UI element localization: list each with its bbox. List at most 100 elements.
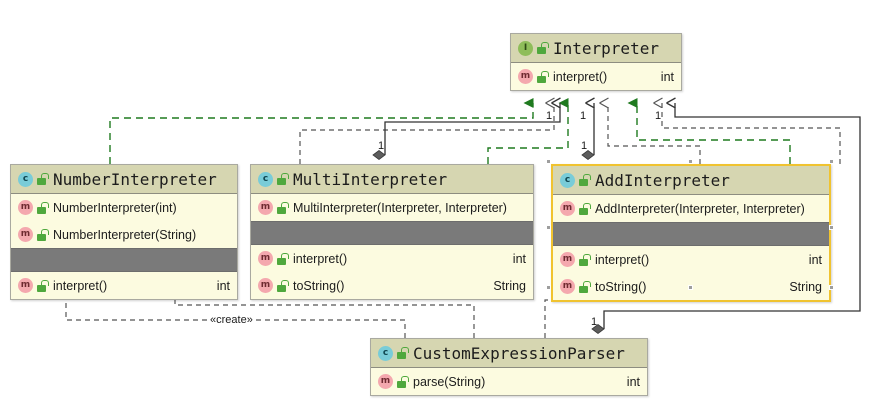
node-header-interpreter[interactable]: I Interpreter [511,34,681,63]
edge-dependency-addinterpreter-interpreter [608,103,701,164]
member-row[interactable]: m AddInterpreter(Interpreter, Interpreter… [553,195,829,222]
node-title-numberinterpreter: NumberInterpreter [53,169,217,189]
edge-realization-numberinterpreter [109,98,534,164]
unlock-icon [537,70,549,83]
uml-class-node-numberinterpreter[interactable]: c NumberInterpreter m NumberInterpreter(int… [10,164,238,300]
member-name: interpret() [553,69,608,84]
selection-handle[interactable] [546,159,551,164]
member-return-type: int [512,251,526,266]
edge-dependency-multiinterpreter-interpreter [299,103,554,164]
member-row[interactable]: m NumberInterpreter(String) [11,221,237,248]
class-icon: c [560,172,575,188]
method-icon: m [560,201,575,216]
unlock-icon [277,201,289,214]
method-icon: m [18,278,33,293]
selection-handle[interactable] [688,159,693,164]
edge-multiplicity-label: 1 [591,316,598,328]
member-name: toString() [293,278,345,293]
unlock-icon [537,42,549,54]
member-name: AddInterpreter(Interpreter, Interpreter) [595,201,805,216]
unlock-icon [277,279,289,292]
selection-handle[interactable] [829,285,834,290]
compartment-separator [553,222,829,246]
edge-dependency-addinterpreter-right-interpreter [662,103,841,164]
edge-multiplicity-label: 1 [378,140,385,152]
member-name: interpret() [293,251,348,266]
edge-realization-multiinterpreter [487,98,569,164]
edge-stereotype-label: «create» [208,314,255,326]
node-header-addinterpreter[interactable]: c AddInterpreter [553,166,829,195]
method-icon: m [560,252,575,267]
node-header-customexpressionparser[interactable]: c CustomExpressionParser [371,339,647,368]
interface-icon: I [518,40,533,56]
unlock-icon [37,228,49,241]
selection-handle[interactable] [688,285,693,290]
unlock-icon [277,173,289,185]
method-icon: m [258,200,273,215]
edge-multiplicity-label: 1 [581,140,588,152]
node-compartment: m AddInterpreter(Interpreter, Interpreter… [553,195,829,222]
method-icon: m [518,69,533,84]
compartment-separator [11,248,237,272]
node-title-addinterpreter: AddInterpreter [595,170,730,190]
edge-multiplicity-label: 1 [655,110,662,122]
selection-handle[interactable] [829,225,834,230]
unlock-icon [397,347,409,359]
selection-handle[interactable] [546,225,551,230]
compartment-separator [251,221,533,245]
selection-handle[interactable] [546,285,551,290]
node-title-interpreter: Interpreter [553,38,659,58]
member-row[interactable]: m interpret() int [251,245,533,272]
unlock-icon [579,174,591,186]
method-icon: m [378,374,393,389]
selection-handle[interactable] [829,159,834,164]
member-return-type: String [789,279,822,294]
edge-multiplicity-label: 1 [546,110,553,122]
uml-class-node-addinterpreter[interactable]: c AddInterpreter m AddInterpreter(Interpret… [551,164,831,302]
unlock-icon [37,279,49,292]
method-icon: m [18,227,33,242]
member-row[interactable]: m NumberInterpreter(int) [11,194,237,221]
edge-multiplicity-label: 1 [580,110,587,122]
method-icon: m [258,251,273,266]
member-name: NumberInterpreter(String) [53,227,197,242]
edge-composition-multiinterpreter-interpreter [385,103,560,155]
member-name: NumberInterpreter(int) [53,200,177,215]
unlock-icon [579,280,591,293]
unlock-icon [579,202,591,215]
class-icon: c [258,171,273,187]
unlock-icon [37,201,49,214]
unlock-icon [579,253,591,266]
class-icon: c [18,171,33,187]
method-icon: m [18,200,33,215]
node-title-multiinterpreter: MultiInterpreter [293,169,448,189]
unlock-icon [277,252,289,265]
member-return-type: String [493,278,526,293]
unlock-icon [37,173,49,185]
member-name: interpret() [595,252,650,267]
member-name: toString() [595,279,647,294]
node-header-numberinterpreter[interactable]: c NumberInterpreter [11,165,237,194]
node-header-multiinterpreter[interactable]: c MultiInterpreter [251,165,533,194]
member-return-type: int [808,252,822,267]
node-title-customexpressionparser: CustomExpressionParser [413,343,625,363]
class-icon: c [378,345,393,361]
member-row[interactable]: m interpret() int [553,246,829,273]
